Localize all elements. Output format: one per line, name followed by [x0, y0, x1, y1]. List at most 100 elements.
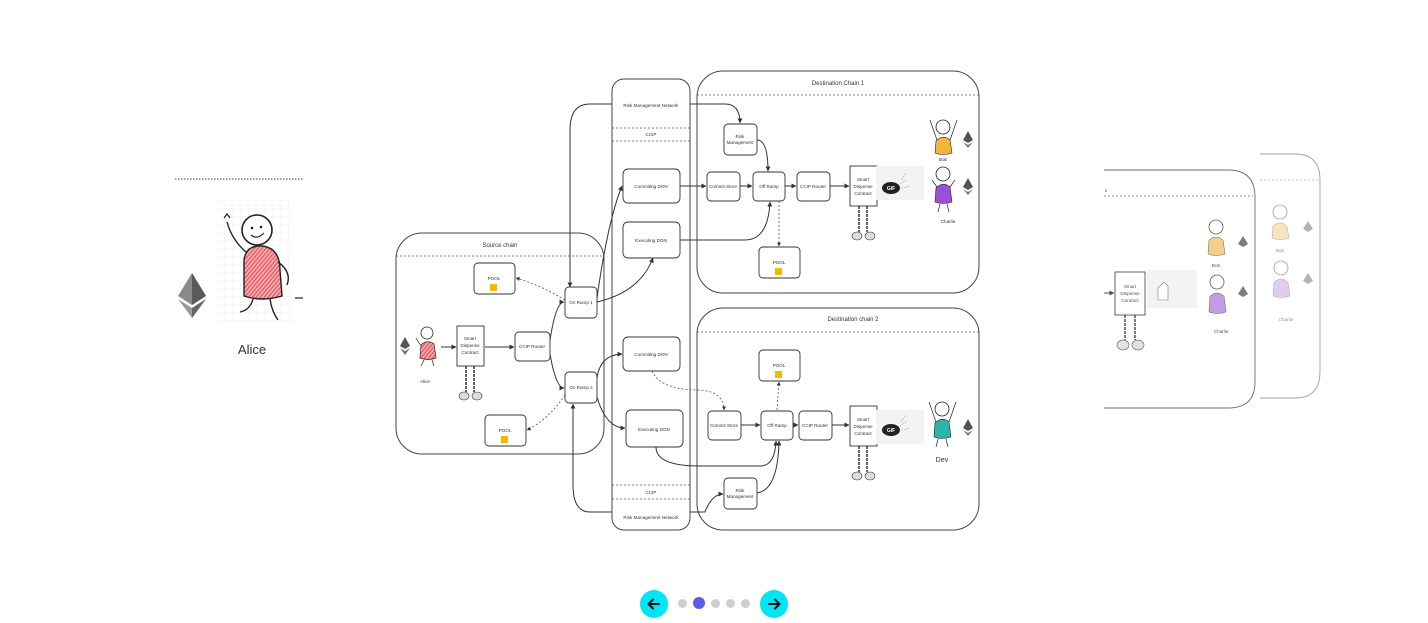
svg-text:POOL: POOL: [773, 363, 786, 368]
lock-icon: [775, 371, 782, 378]
svg-text:Smart: Smart: [464, 336, 477, 341]
rmn-bottom-label: Risk Management Network: [623, 515, 679, 520]
svg-text:On Ramp 1: On Ramp 1: [569, 300, 593, 305]
svg-text:Risk: Risk: [736, 134, 746, 139]
executing-don-1: Executing DON: [622, 221, 681, 259]
alice-figure: [223, 213, 290, 321]
svg-text:Smart: Smart: [1124, 284, 1137, 289]
arrow-left-icon: [647, 598, 660, 610]
pagination-dot[interactable]: [711, 598, 720, 608]
carousel-pagination: [678, 597, 750, 609]
off-ramp-1: Off Ramp: [752, 171, 786, 202]
ccip-router-source: CCIP Router: [514, 331, 551, 362]
svg-text:Dispense: Dispense: [853, 184, 873, 189]
source-chain-title: Source chain: [482, 243, 517, 249]
svg-text:Commiting DON: Commiting DON: [634, 352, 667, 357]
slide-right-peek[interactable]: n Smart Dispense Contract Bob Charlie: [1104, 169, 1256, 409]
svg-text:Smart: Smart: [857, 417, 870, 422]
pool-source-top: POOL: [473, 262, 516, 295]
svg-text:GIF: GIF: [887, 428, 895, 434]
svg-text:Smart: Smart: [857, 177, 870, 182]
source-ethereum-icon: [400, 337, 410, 355]
svg-text:Commiting DON: Commiting DON: [634, 184, 667, 189]
bob-label: Bob: [939, 157, 948, 162]
svg-text:Off Ramp: Off Ramp: [759, 184, 779, 189]
svg-text:Risk: Risk: [736, 488, 746, 493]
svg-text:CCIP Router: CCIP Router: [519, 344, 545, 349]
rmn-top-label: Risk Management Network: [623, 103, 679, 108]
pool-dest-2: POOL: [758, 349, 801, 382]
svg-text:Executing DON: Executing DON: [638, 427, 670, 432]
ccip-router-1: CCIP Router: [796, 171, 831, 202]
executing-don-2: Executing DON: [625, 409, 684, 448]
charlie-right-label: Charlie: [1214, 329, 1229, 334]
dev-figure: [928, 401, 957, 448]
smart-contract-dest-2: Smart Dispense Contract: [849, 405, 878, 481]
committing-don-1: Commiting DON: [622, 168, 681, 204]
gif-sprayer-2: GIF: [876, 410, 924, 444]
slide-right-peek-far[interactable]: Bob Charlie: [1260, 153, 1321, 399]
svg-text:On Ramp 2: On Ramp 2: [569, 385, 593, 390]
dest1-title: Destination Chain 1: [812, 81, 865, 87]
commit-store-1: Commit Store: [706, 171, 741, 202]
smart-contract-right: Smart Dispense Contract: [1114, 271, 1146, 351]
bob-figure: [929, 119, 958, 155]
svg-text:Contract: Contract: [854, 191, 872, 196]
svg-text:Contract: Contract: [854, 431, 872, 436]
ethereum-icon: [963, 178, 973, 195]
spray-bottle-panel: [1147, 270, 1197, 308]
svg-text:Executing DON: Executing DON: [635, 238, 667, 243]
charlie-label: Charlie: [941, 219, 956, 224]
ethereum-icon: [178, 273, 206, 318]
bob-far-label: Bob: [1276, 248, 1285, 253]
right-peek-title: n: [1105, 188, 1108, 193]
svg-text:CCIP Router: CCIP Router: [802, 423, 828, 428]
smart-contract-source: Smart Dispense Contract: [456, 325, 485, 401]
committing-don-2: Commiting DON: [622, 336, 681, 372]
arrow-right-icon: [768, 598, 781, 610]
lock-icon: [501, 436, 508, 443]
svg-text:GIF: GIF: [887, 186, 895, 192]
ethereum-icon: [963, 131, 973, 148]
ccip-top-label: CCIP: [646, 132, 657, 137]
charlie-figure: [931, 166, 956, 213]
destination-chain-1-panel: Destination Chain 1: [696, 70, 980, 294]
pagination-dot[interactable]: [741, 598, 750, 608]
svg-text:Commit Store: Commit Store: [710, 423, 739, 428]
dest2-title: Destination chain 2: [827, 317, 879, 323]
svg-text:Dispense: Dispense: [1120, 291, 1140, 296]
svg-text:POOL: POOL: [773, 260, 786, 265]
ccip-column: Risk Management Network CCIP CCIP Risk M…: [611, 78, 691, 531]
pagination-dot[interactable]: [693, 597, 705, 609]
svg-text:Off Ramp: Off Ramp: [767, 423, 787, 428]
off-ramp-2: Off Ramp: [760, 410, 794, 441]
charlie-far-label: Charlie: [1279, 317, 1294, 322]
prev-slide-button[interactable]: [640, 590, 668, 618]
spray-bottle-icon: [1157, 281, 1169, 301]
lock-icon: [775, 268, 782, 275]
on-ramp-1: On Ramp 1: [564, 286, 598, 319]
pagination-dot[interactable]: [678, 598, 687, 608]
svg-text:POOL: POOL: [499, 428, 512, 433]
gif-sprayer-1: GIF: [876, 166, 924, 200]
lock-icon: [490, 284, 497, 291]
source-chain-panel: Source chain: [395, 232, 605, 455]
svg-text:Commit Store: Commit Store: [709, 184, 738, 189]
next-slide-button[interactable]: [760, 590, 788, 618]
pool-source-bottom: POOL: [484, 414, 527, 447]
alice-small-figure: [415, 326, 437, 367]
alice-label: Alice: [238, 342, 266, 357]
pool-dest-1: POOL: [758, 246, 801, 279]
svg-text:Dispense: Dispense: [853, 424, 873, 429]
svg-text:Management: Management: [727, 140, 755, 145]
bob-right-label: Bob: [1212, 263, 1221, 268]
slide-left-peek[interactable]: Alice: [175, 178, 303, 357]
risk-management-2: Risk Management: [723, 477, 758, 510]
ccip-router-2: CCIP Router: [798, 410, 833, 441]
ccip-bottom-label: CCIP: [646, 490, 657, 495]
svg-text:Management: Management: [727, 494, 755, 499]
slide-main[interactable]: Source chain Risk Management Network CCI…: [395, 70, 980, 531]
pagination-dot[interactable]: [726, 598, 735, 608]
svg-text:POOL: POOL: [488, 276, 501, 281]
